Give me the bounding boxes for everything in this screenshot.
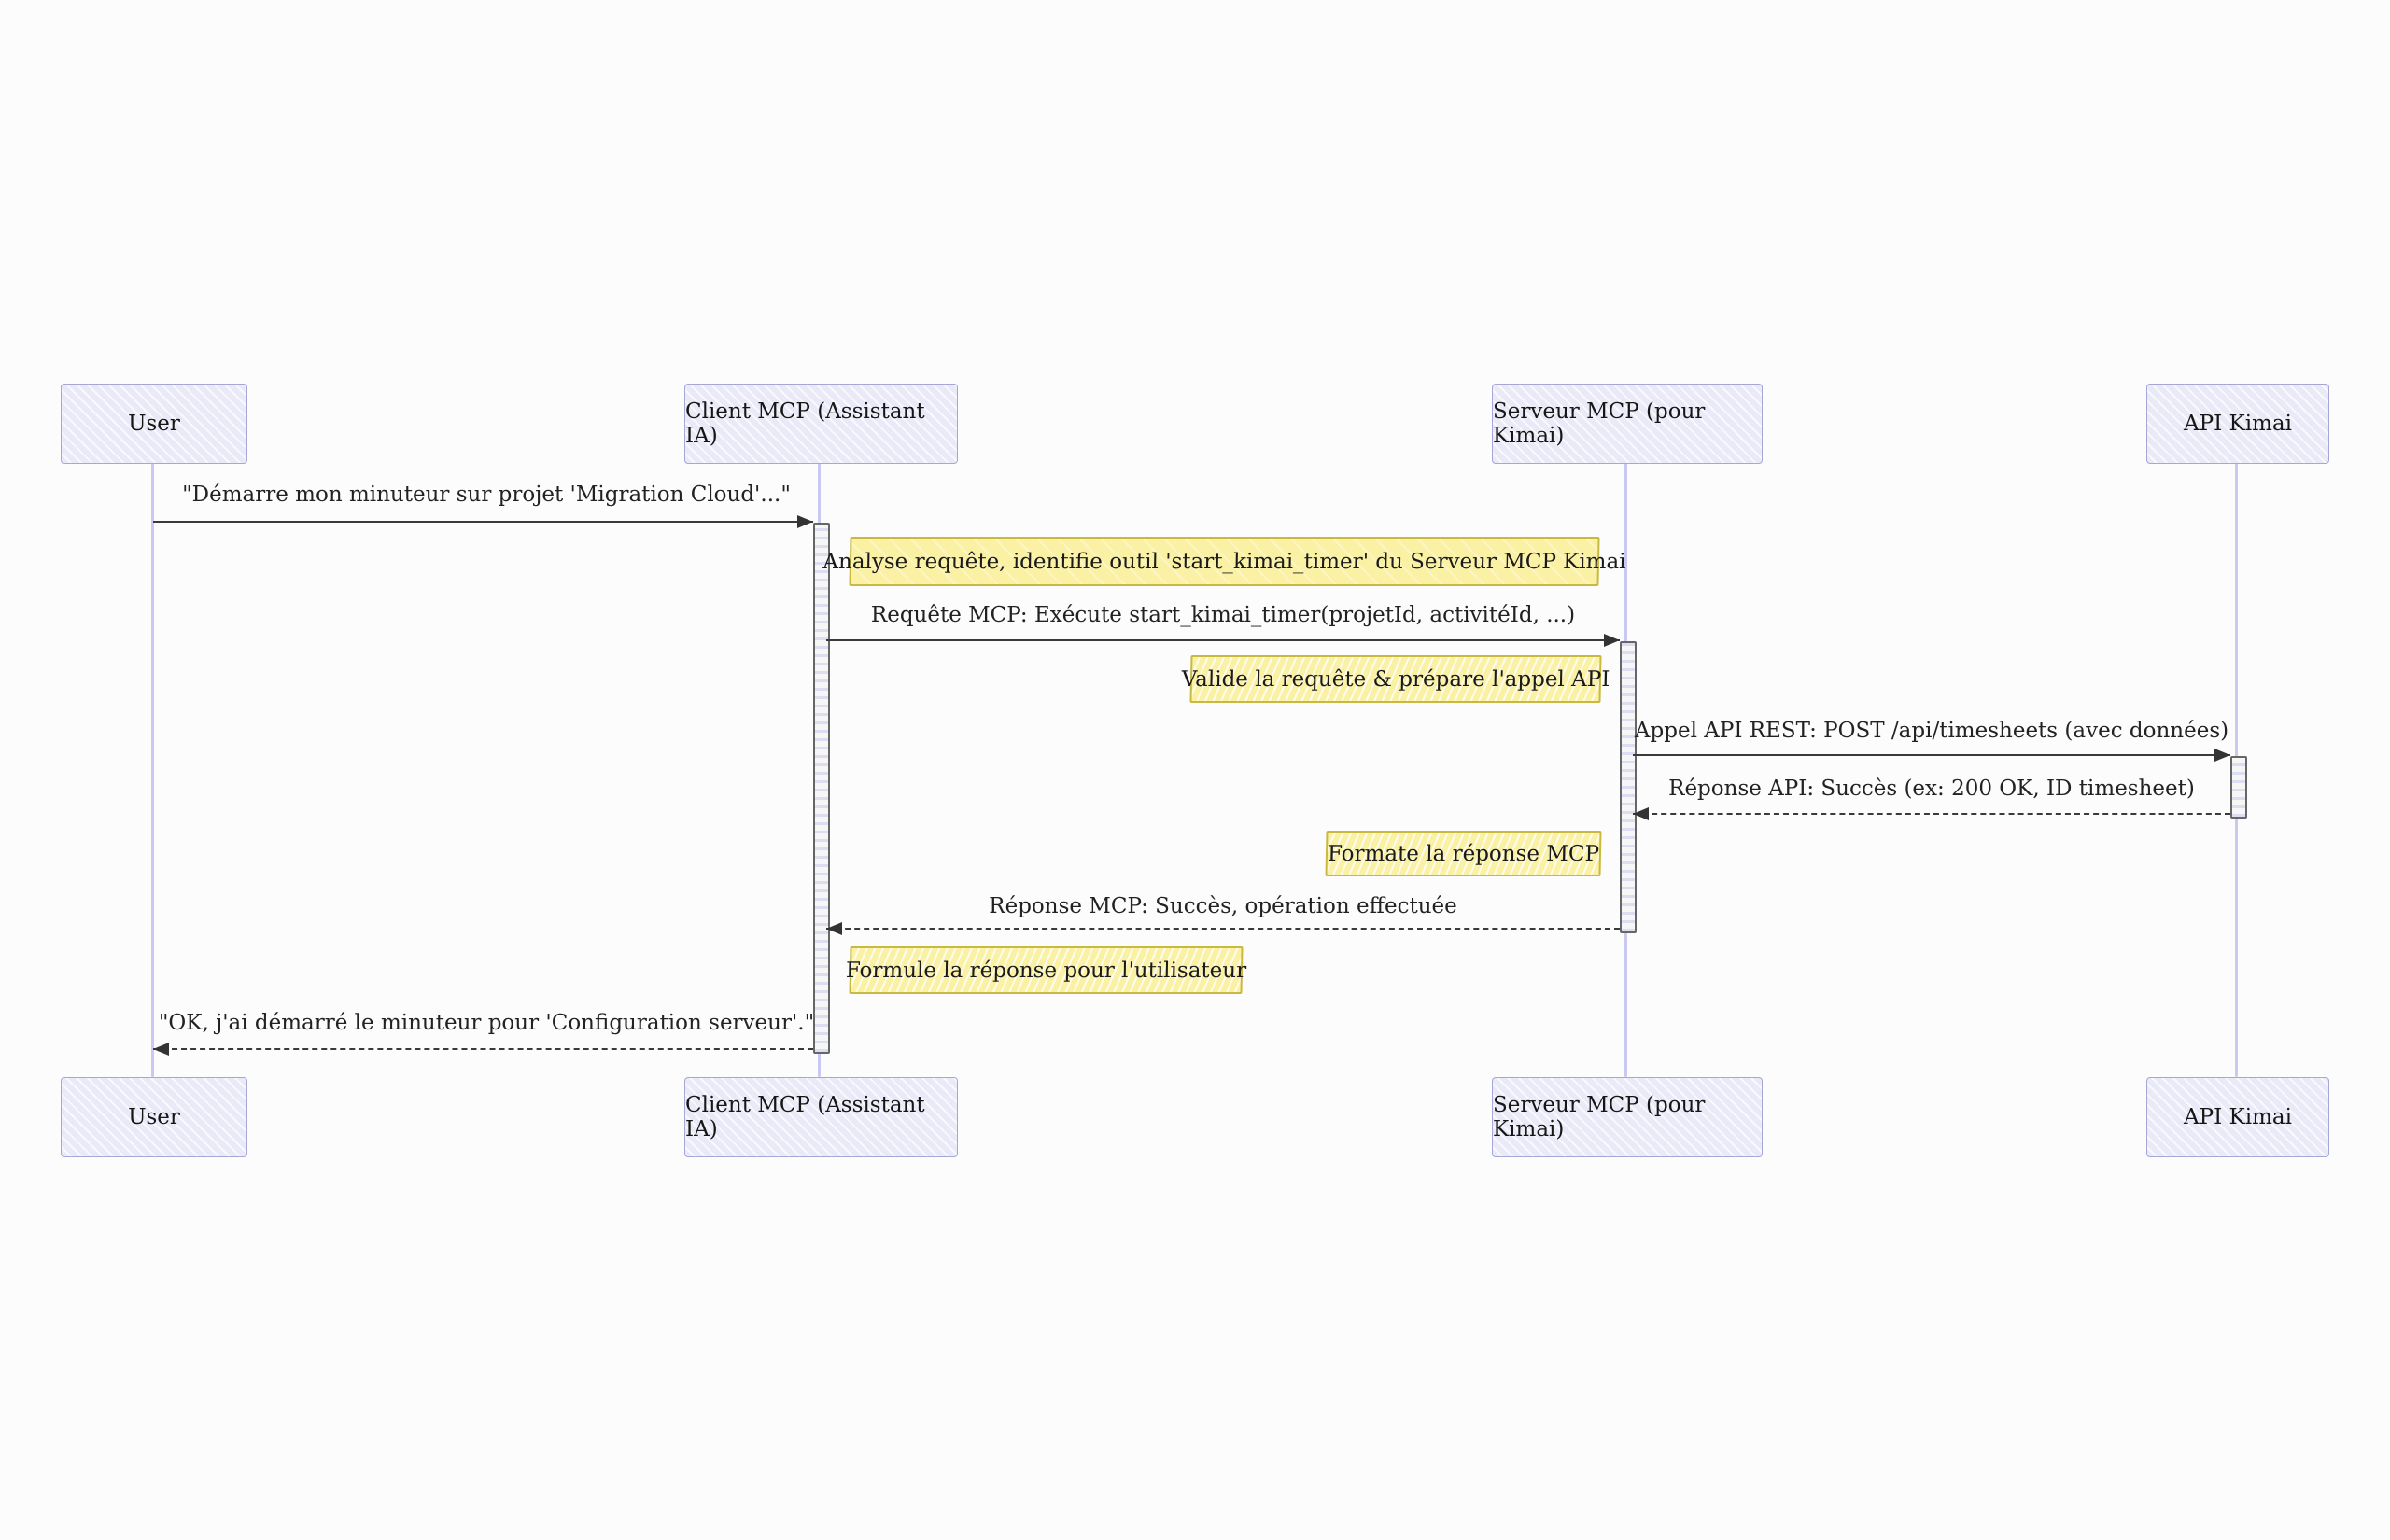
message-4-label: Réponse API: Succès (ex: 200 OK, ID time… [1668, 777, 2195, 801]
arrowhead-right-icon [1604, 634, 1620, 647]
message-5-label: Réponse MCP: Succès, opération effectuée [989, 894, 1457, 918]
arrowhead-right-icon [797, 515, 813, 528]
message-2-label: Requête MCP: Exécute start_kimai_timer(p… [870, 603, 1576, 627]
message-4-line [1633, 813, 2230, 815]
lifeline-user [151, 462, 154, 1077]
activation-serveur [1620, 641, 1637, 933]
activation-api [2230, 756, 2247, 819]
message-5-line [826, 928, 1620, 930]
note-formate: Formate la réponse MCP [1325, 831, 1602, 876]
actor-bottom-user: User [61, 1077, 247, 1157]
actor-label: API Kimai [2184, 1105, 2292, 1129]
message-6-label: "OK, j'ai démarré le minuteur pour 'Conf… [158, 1011, 815, 1035]
actor-label: Client MCP (Assistant IA) [685, 1093, 925, 1141]
message-1-line [153, 521, 813, 523]
note-analyse: Analyse requête, identifie outil 'start_… [822, 537, 1626, 586]
arrowhead-left-icon [153, 1043, 169, 1056]
note-label: Formule la réponse pour l'utilisateur [845, 958, 1247, 983]
note-valide: Valide la requête & prépare l'appel API [1181, 655, 1610, 703]
arrowhead-left-icon [826, 922, 842, 935]
message-6-line [153, 1048, 813, 1050]
note-label: Formate la réponse MCP [1327, 841, 1600, 866]
actor-label: User [128, 412, 180, 436]
note-label: Analyse requête, identifie outil 'start_… [822, 549, 1626, 574]
note-formule: Formule la réponse pour l'utilisateur [846, 946, 1246, 994]
actor-label: Serveur MCP (pour Kimai) [1493, 399, 1706, 448]
activation-client [813, 523, 830, 1054]
message-2-line [826, 639, 1620, 641]
actor-top-serveur: Serveur MCP (pour Kimai) [1492, 384, 1763, 464]
actor-bottom-serveur: Serveur MCP (pour Kimai) [1492, 1077, 1763, 1157]
actor-bottom-api: API Kimai [2146, 1077, 2329, 1157]
arrowhead-left-icon [1633, 807, 1649, 820]
message-3-line [1633, 754, 2230, 756]
actor-top-client: Client MCP (Assistant IA) [684, 384, 958, 464]
actor-label: Serveur MCP (pour Kimai) [1493, 1093, 1706, 1141]
note-label: Valide la requête & prépare l'appel API [1181, 666, 1610, 692]
actor-top-api: API Kimai [2146, 384, 2329, 464]
actor-label: User [128, 1105, 180, 1129]
actor-label: API Kimai [2184, 412, 2292, 436]
message-3-label: Appel API REST: POST /api/timesheets (av… [1634, 719, 2229, 743]
arrowhead-right-icon [2214, 749, 2230, 762]
actor-bottom-client: Client MCP (Assistant IA) [684, 1077, 958, 1157]
actor-label: Client MCP (Assistant IA) [685, 399, 925, 448]
actor-top-user: User [61, 384, 247, 464]
message-1-label: "Démarre mon minuteur sur projet 'Migrat… [182, 483, 791, 507]
